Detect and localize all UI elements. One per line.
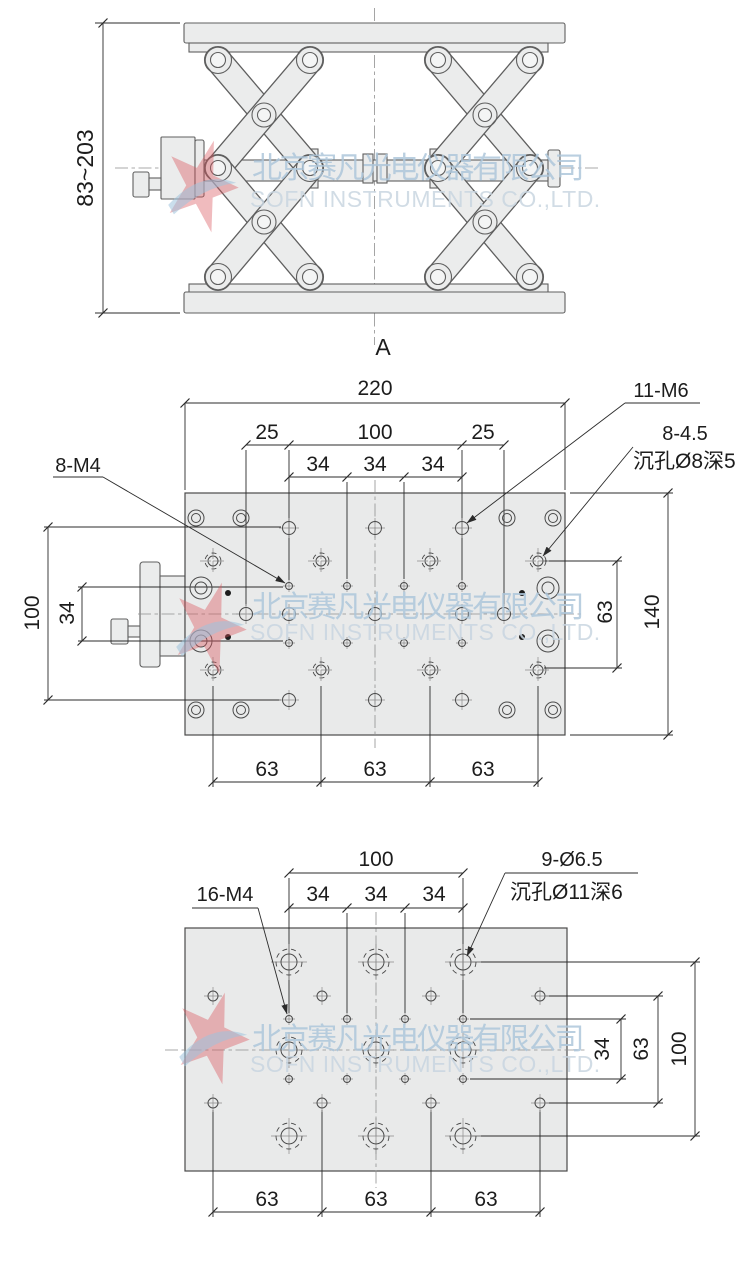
dim-100-span: 100: [357, 421, 392, 444]
dim-left-100: 100: [21, 595, 44, 630]
cbore-65-holes: [271, 944, 481, 1154]
dim-34-b: 34: [363, 453, 387, 476]
dim-b-right-100: 100: [668, 1031, 691, 1066]
dim-34-c: 34: [421, 453, 445, 476]
dim-b-right-63: 63: [630, 1037, 653, 1060]
dim-25-right: 25: [471, 421, 494, 444]
dim-b-34-a: 34: [306, 883, 330, 906]
dim-bottom-63-b: 63: [363, 758, 386, 781]
m4-holes: [283, 580, 468, 649]
callout-9-65: 9-Ø6.5: [541, 849, 602, 871]
front-bottom-platform: [183, 291, 566, 314]
callout-cbore-cn: 沉孔Ø8深5: [633, 450, 736, 473]
watermark-middle: 北京赛凡光电仪器有限公司 SOFN INSTRUMENTS CO.,LTD.: [176, 582, 601, 675]
dim-25-left: 25: [255, 421, 278, 444]
watermark-bottom: 北京赛凡光电仪器有限公司 SOFN INSTRUMENTS CO.,LTD.: [179, 992, 601, 1085]
m4-holes-bottom: [283, 1013, 469, 1085]
adjustment-knob: [132, 171, 150, 198]
through-holes: [204, 987, 549, 1112]
dim-right-140: 140: [641, 594, 664, 629]
corner-holes: [187, 509, 562, 719]
dim-travel-height: 83~203: [72, 129, 98, 206]
bottom-plate-drawing: 100 34 34 34 16-M4 9-Ø6.5 沉孔Ø11深6 34 63 …: [165, 848, 700, 1217]
dim-34-a: 34: [306, 453, 330, 476]
dim-b-63-a: 63: [255, 1188, 278, 1211]
pivot-pins: [203, 45, 545, 292]
watermark-cn: 北京赛凡光电仪器有限公司: [252, 152, 582, 185]
watermark-en: SOFN INSTRUMENTS CO.,LTD.: [250, 619, 601, 645]
callout-11-m6: 11-M6: [633, 380, 688, 402]
callout-8-45: 8-4.5: [662, 423, 708, 445]
watermark-front: 北京赛凡光电仪器有限公司 SOFN INSTRUMENTS CO.,LTD.: [168, 140, 601, 233]
front-top-platform: [183, 22, 566, 44]
top-plate-knob: [110, 618, 129, 645]
watermark-cn: 北京赛凡光电仪器有限公司: [252, 591, 582, 624]
watermark-cn: 北京赛凡光电仪器有限公司: [252, 1023, 582, 1056]
top-plate-drawing: 220 25 100 25 34 34 34 8-M4 11-M6 8-4.5 …: [21, 377, 736, 787]
dim-bottom-63-a: 63: [255, 758, 278, 781]
dim-left-34: 34: [56, 601, 79, 625]
dim-width-220: 220: [357, 377, 392, 400]
dim-right-63: 63: [594, 600, 617, 623]
dim-b-34-b: 34: [364, 883, 388, 906]
dim-b-100-span: 100: [358, 848, 393, 871]
watermark-en: SOFN INSTRUMENTS CO.,LTD.: [250, 1051, 601, 1077]
watermark-en: SOFN INSTRUMENTS CO.,LTD.: [250, 186, 601, 212]
dim-b-63-c: 63: [474, 1188, 497, 1211]
dim-bottom-63-c: 63: [471, 758, 494, 781]
dim-b-34-c: 34: [422, 883, 446, 906]
m6-holes: [236, 518, 514, 710]
callout-16-m4: 16-M4: [197, 884, 254, 906]
callout-cbore11-cn: 沉孔Ø11深6: [510, 881, 623, 904]
dim-b-right-34: 34: [591, 1037, 614, 1061]
dim-b-63-b: 63: [364, 1188, 387, 1211]
front-view-drawing: 83~203 A: [72, 8, 600, 360]
callout-8-m4: 8-M4: [55, 455, 101, 477]
section-label-a: A: [375, 334, 391, 360]
